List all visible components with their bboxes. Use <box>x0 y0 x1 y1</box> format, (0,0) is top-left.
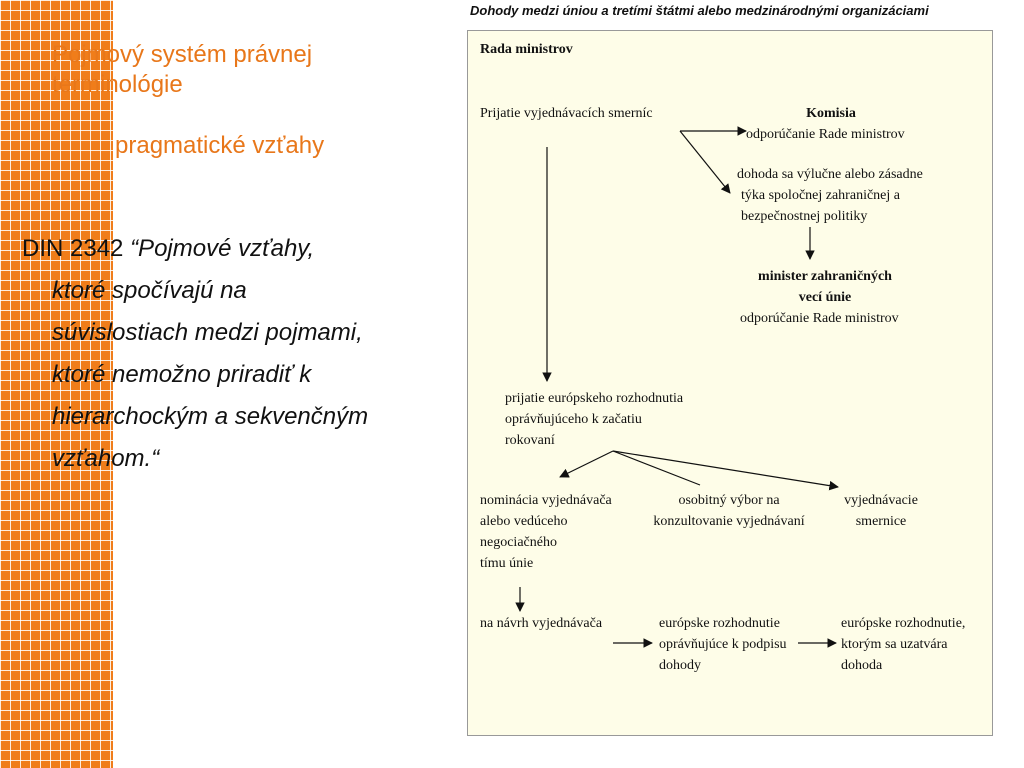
komisia-title: Komisia <box>806 106 856 121</box>
quote-text: “Pojmové vzťahy, <box>130 235 315 262</box>
slide-title: Pojmový systém právnej terminológie <box>52 41 313 98</box>
node-nominacia: nominácia vyjednávača alebo vedúceho neg… <box>480 490 612 574</box>
slide-subtitle: pragmatické vzťahy <box>115 132 325 159</box>
smernice-line-1: vyjednávacie <box>844 493 918 508</box>
dohoda-line-3: bezpečnostnej politiky <box>741 209 868 224</box>
diagram-heading: Dohody medzi úniou a tretími štátmi aleb… <box>470 3 929 18</box>
uzatvara-line-3: dohoda <box>841 658 883 673</box>
nominacia-line-3: negociačného <box>480 535 557 550</box>
node-na-navrh: na návrh vyjednávača <box>480 616 603 631</box>
node-prijatie-smernic: Prijatie vyjednávacích smerníc <box>480 106 653 121</box>
quote-line-5: hierarchockým a sekvenčným <box>52 403 369 430</box>
dohoda-line-2: týka spoločnej zahraničnej a <box>741 188 900 203</box>
nominacia-line-2: alebo vedúceho <box>480 514 568 529</box>
podpis-line-3: dohody <box>659 658 701 673</box>
vybor-line-2: konzultovanie vyjednávaní <box>653 514 805 529</box>
line-to-vybor <box>612 450 701 486</box>
quote-line-2: ktoré spočívajú na <box>52 277 247 304</box>
rozhodnutia-line-2: oprávňujúceho k začatiu <box>505 412 642 427</box>
podpis-line-2: oprávňujúce k podpisu <box>659 637 787 652</box>
quote-prefix: DIN 2342 <box>22 235 124 262</box>
node-rozhodnutie-uzatvara: európske rozhodnutie, ktorým sa uzatvára… <box>841 613 965 676</box>
dohoda-line-1: dohoda sa výlučne alebo zásadne <box>737 167 923 182</box>
minister-title-2: vecí únie <box>798 290 852 305</box>
podpis-line-1: európske rozhodnutie <box>659 616 780 631</box>
minister-text: odporúčanie Rade ministrov <box>740 311 899 326</box>
quote-line-1: DIN 2342 “Pojmové vzťahy, <box>22 228 442 270</box>
nominacia-line-4: tímu únie <box>480 556 534 571</box>
quote-line-3: súvislostiach medzi pojmami, <box>52 319 363 346</box>
node-rada-ministrov: Rada ministrov <box>480 42 573 57</box>
node-komisia: Komisia odporúčanie Rade ministrov <box>746 103 916 145</box>
arrow-to-dohoda <box>679 130 731 194</box>
smernice-line-2: smernice <box>855 514 907 529</box>
uzatvara-line-1: európske rozhodnutie, <box>841 616 966 631</box>
node-rozhodnutie-podpis: európske rozhodnutie oprávňujúce k podpi… <box>659 613 787 676</box>
rozhodnutia-line-3: rokovaní <box>505 433 555 448</box>
quote-line-6: vzťahom.“ <box>52 445 160 472</box>
node-minister: minister zahraničných vecí únie odporúča… <box>740 266 910 329</box>
node-vyjednavacie-smernice: vyjednávacie smernice <box>836 490 926 532</box>
minister-title-1: minister zahraničných <box>758 269 892 284</box>
node-osobitny-vybor: osobitný výbor na konzultovanie vyjednáv… <box>644 490 814 532</box>
diagram-arrows <box>515 126 839 648</box>
vybor-line-1: osobitný výbor na <box>678 493 780 508</box>
flow-diagram: Rada ministrov Prijatie vyjednávacích sm… <box>467 30 993 736</box>
arrow-to-nominacia <box>559 450 614 478</box>
quote-line-4: ktoré nemožno priradiť k <box>52 361 312 388</box>
node-dohoda: dohoda sa výlučne alebo zásadne týka spo… <box>737 164 923 227</box>
arrow-to-smernice <box>612 450 839 491</box>
din-quote: DIN 2342 “Pojmové vzťahy, ktoré spočívaj… <box>22 228 442 480</box>
rozhodnutia-line-1: prijatie európskeho rozhodnutia <box>505 391 684 406</box>
nominacia-line-1: nominácia vyjednávača <box>480 493 612 508</box>
uzatvara-line-2: ktorým sa uzatvára <box>841 637 948 652</box>
decorative-grid-stripe <box>0 0 113 768</box>
node-prijatie-rozhodnutia: prijatie európskeho rozhodnutia oprávňuj… <box>505 388 683 451</box>
komisia-text: odporúčanie Rade ministrov <box>746 127 905 142</box>
